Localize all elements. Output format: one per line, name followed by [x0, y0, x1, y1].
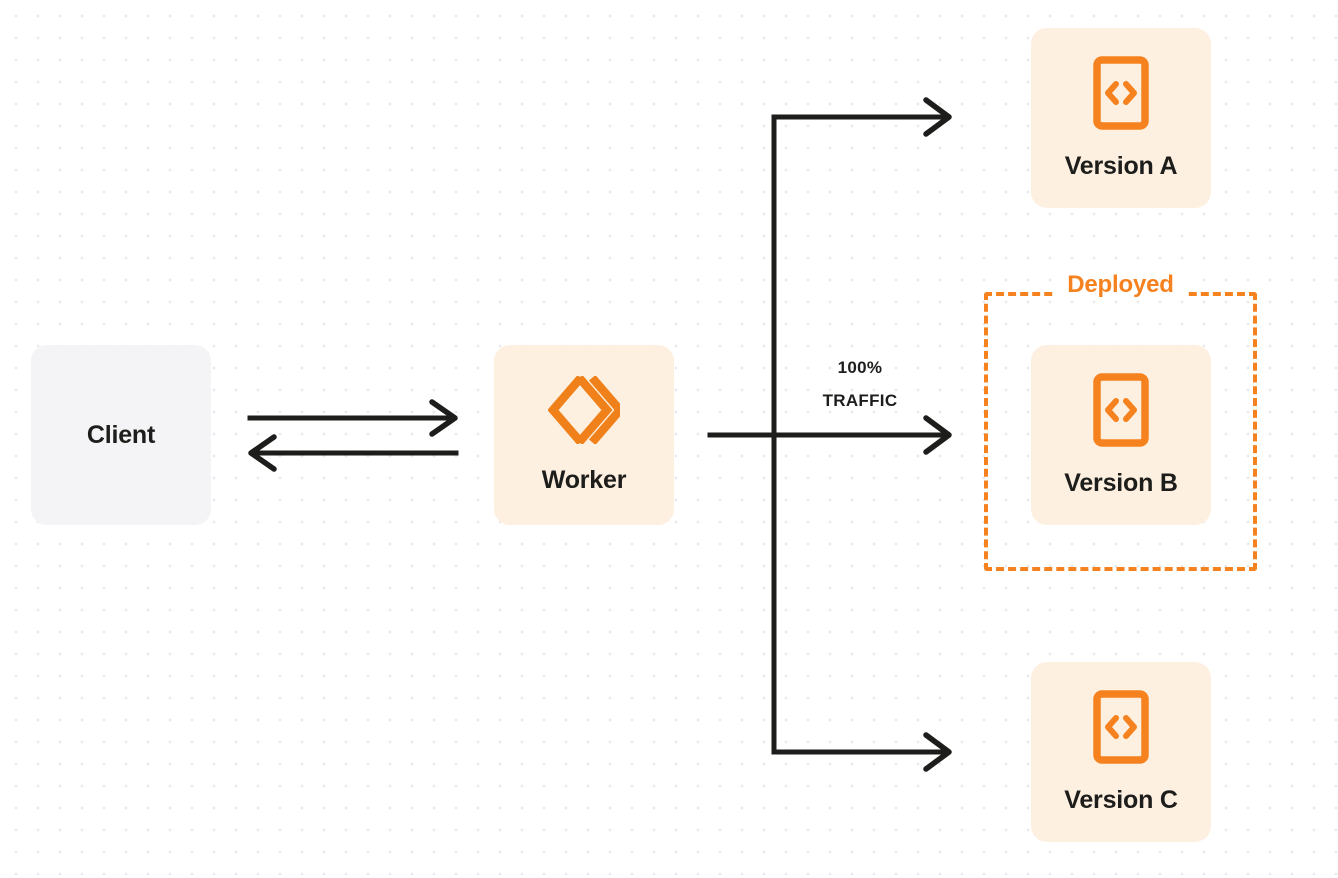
node-version-c[interactable]: Version C: [1031, 662, 1211, 842]
version-c-label: Version C: [1064, 785, 1178, 814]
code-file-icon: [1093, 372, 1149, 447]
code-file-icon: [1093, 689, 1149, 764]
node-client[interactable]: Client: [31, 345, 211, 525]
client-label: Client: [86, 420, 156, 449]
edge-trunk-to-version-a: [771, 97, 952, 137]
node-version-a[interactable]: Version A: [1031, 28, 1211, 208]
deployed-group: Deployed: [984, 273, 1257, 571]
edge-worker-to-version-b: [707, 415, 952, 455]
node-worker[interactable]: Worker: [494, 345, 674, 525]
version-a-label: Version A: [1064, 151, 1178, 180]
code-file-icon: [1093, 55, 1149, 130]
version-b-label: Version B: [1064, 468, 1178, 497]
deployed-label: Deployed: [1055, 273, 1186, 297]
traffic-word: TRAFFIC: [822, 391, 898, 411]
edge-client-to-worker: [247, 399, 458, 437]
cloudflare-workers-logo-icon: [548, 375, 620, 444]
traffic-percent: 100%: [837, 358, 883, 377]
worker-label: Worker: [541, 465, 627, 494]
edge-trunk-to-version-c: [771, 732, 952, 772]
traffic-label: 100% TRAFFIC: [790, 351, 930, 417]
node-version-b[interactable]: Version B: [1031, 345, 1211, 525]
edge-worker-to-client: [248, 434, 459, 472]
